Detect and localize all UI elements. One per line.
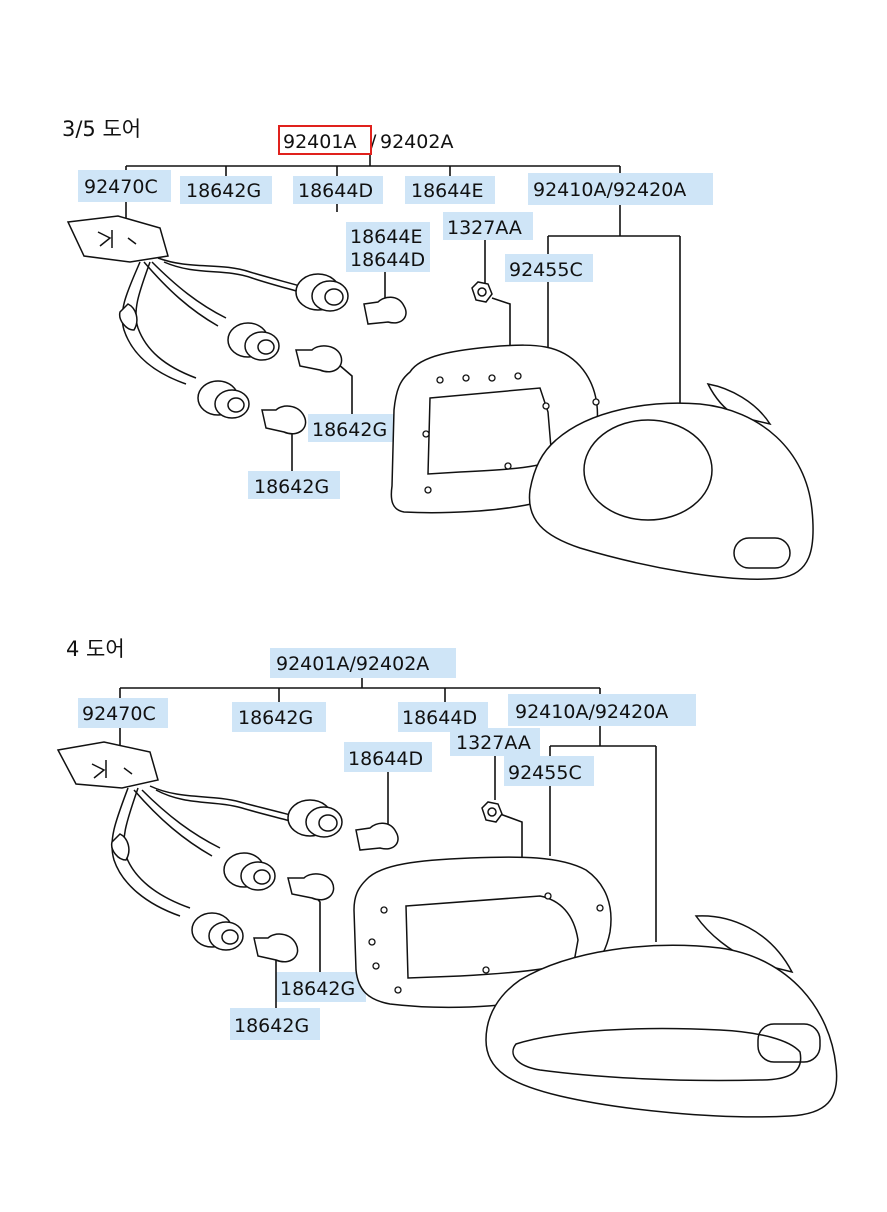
selected-part-highlight[interactable] — [278, 125, 372, 155]
chip-gasket — [505, 254, 593, 282]
label-bulb-d-top-3-5: 18644D — [298, 180, 373, 202]
label-bulb-g-mid-4: 18642G — [280, 978, 355, 1000]
label-lamp-3-5: 92410A/92420A — [533, 179, 686, 201]
chip-bulb-g-low — [248, 471, 340, 499]
label-main-alt-3-5: 92402A — [380, 131, 453, 153]
label-bulb-g-low-3-5: 18642G — [254, 476, 329, 498]
label-lamp-4: 92410A/92420A — [515, 701, 668, 723]
label-wiring-3-5: 92470C — [84, 176, 158, 198]
tail-lamp-4 — [485, 915, 838, 1118]
section-title-3-5-door: 3/5 도어 — [62, 117, 141, 141]
socket-lower-3-5 — [197, 380, 250, 419]
socket-middle-4 — [223, 852, 276, 891]
socket-upper-3-5 — [295, 273, 349, 312]
screw-icon-4 — [481, 801, 503, 823]
chip-lamp — [528, 173, 713, 205]
chip-gasket-4 — [504, 756, 594, 786]
screw-icon-3-5 — [471, 281, 493, 303]
socket-lower-4 — [191, 912, 244, 951]
label-bulb-g-mid-3-5: 18642G — [312, 419, 387, 441]
chip-bulb-d-top-4 — [398, 702, 488, 732]
label-gasket-4: 92455C — [508, 762, 582, 784]
chip-bulb-g-mid — [308, 414, 398, 442]
bulb-icon-18644d-4 — [355, 822, 399, 851]
chip-bulb-g-top — [180, 176, 272, 204]
chip-bulb-g-top-4 — [232, 702, 326, 732]
label-main-4: 92401A/92402A — [276, 653, 429, 675]
socket-upper-4 — [287, 799, 343, 838]
leader-lines-4 — [119, 678, 657, 1008]
wiring-harness-4 — [56, 741, 295, 917]
socket-middle-3-5 — [227, 322, 280, 361]
chip-bulb-d-top — [293, 176, 383, 204]
chip-bulb-d-4 — [344, 742, 432, 772]
label-bulb-g-top-4: 18642G — [238, 707, 313, 729]
label-bulb-d-4: 18644D — [348, 748, 423, 770]
label-wiring-4: 92470C — [82, 703, 156, 725]
label-main-slash-3-5: / — [370, 131, 377, 153]
bulb-icon-18642-low-4 — [253, 933, 299, 963]
section-3-5-door: 3/5 도어 — [62, 117, 814, 580]
wiring-harness-3-5 — [66, 215, 301, 385]
label-bulb-g-low-4: 18642G — [234, 1015, 309, 1037]
label-bulb-d-stack-3-5: 18644D — [350, 249, 425, 271]
bulb-icon-18644-3-5 — [363, 296, 407, 325]
label-main-3-5: 92401A — [283, 131, 356, 153]
chip-bulb-g-mid-4 — [276, 972, 366, 1002]
tail-lamp-3-5 — [528, 382, 814, 580]
chip-wiring — [78, 170, 171, 202]
bulb-icon-18642-mid-3-5 — [295, 345, 343, 373]
label-screw-4: 1327AA — [456, 732, 531, 754]
chip-bulb-e-top — [405, 176, 495, 204]
bulb-icon-18642-mid-4 — [287, 873, 335, 901]
label-bulb-d-top-4: 18644D — [402, 707, 477, 729]
chip-main-4 — [270, 648, 456, 678]
chip-screw-4 — [450, 728, 540, 756]
label-bulb-e-stack-3-5: 18644E — [350, 226, 422, 248]
section-title-4-door: 4 도어 — [66, 637, 125, 661]
label-gasket-3-5: 92455C — [509, 259, 583, 281]
label-bulb-g-top-3-5: 18642G — [186, 180, 261, 202]
chip-bulb-g-low-4 — [230, 1008, 320, 1040]
chip-bulb-stack — [346, 222, 430, 272]
section-4-door: 4 도어 — [56, 637, 838, 1118]
chip-wiring-4 — [78, 698, 168, 728]
bulb-icon-18642-low-3-5 — [261, 405, 307, 435]
chip-lamp-4 — [508, 694, 696, 726]
label-bulb-e-top-3-5: 18644E — [411, 180, 483, 202]
label-screw-3-5: 1327AA — [447, 217, 522, 239]
chip-screw — [443, 212, 533, 240]
